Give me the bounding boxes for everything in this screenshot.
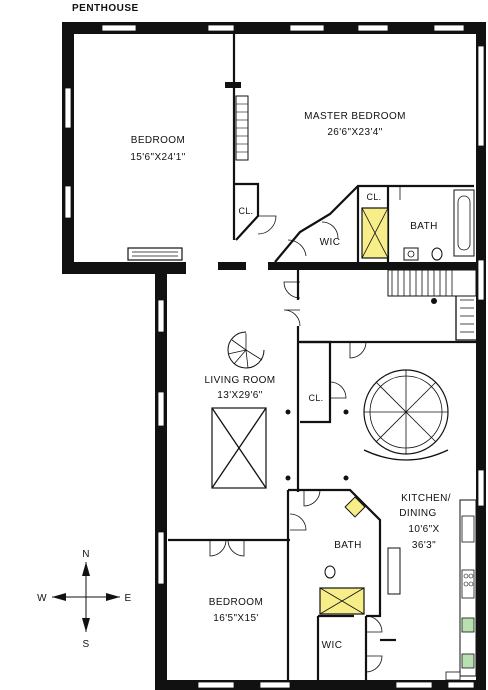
door-swings xyxy=(209,186,401,673)
north-arrow-icon xyxy=(82,562,90,576)
plan-title: PENTHOUSE xyxy=(72,3,139,14)
closet-2-label: CL. xyxy=(367,192,382,202)
bedroom-2-dims: 16'5"X15' xyxy=(213,613,258,624)
kitchen-name-line2: DINING xyxy=(399,508,436,519)
kitchen-fixtures xyxy=(387,499,477,681)
bath-1-fixtures xyxy=(361,189,475,261)
west-arrow-icon xyxy=(52,593,66,601)
living-room-dims: 13'X29'6" xyxy=(217,390,262,401)
living-room-name: LIVING ROOM xyxy=(204,375,275,386)
bath-2-fixtures xyxy=(319,496,366,615)
compass-south: S xyxy=(82,639,89,650)
fireplace xyxy=(127,247,183,261)
compass-west: W xyxy=(37,593,47,604)
closet-3-label: CL. xyxy=(309,393,324,403)
east-arrow-icon xyxy=(106,593,120,601)
bedroom-1-dims: 15'6"X24'1" xyxy=(130,152,185,163)
kitchen-dims-line2: 36'3" xyxy=(412,540,436,551)
windows xyxy=(64,24,485,689)
south-arrow-icon xyxy=(82,618,90,632)
bath-1-label: BATH xyxy=(410,221,438,232)
staircase-upper xyxy=(387,269,477,341)
room-labels: BEDROOM 15'6"X24'1" MASTER BEDROOM 26'6"… xyxy=(130,111,451,651)
closet-1-label: CL. xyxy=(239,206,254,216)
exterior-walls xyxy=(62,22,486,690)
kitchen-name-line1: KITCHEN/ xyxy=(401,493,451,504)
compass-rose: N S W E xyxy=(37,549,131,650)
master-bedroom-name: MASTER BEDROOM xyxy=(304,111,406,122)
wic-2-label: WIC xyxy=(322,640,343,651)
master-bedroom-dims: 26'6"X23'4" xyxy=(327,127,382,138)
columns xyxy=(285,409,349,481)
round-skylight xyxy=(363,369,449,461)
interior-walls xyxy=(168,34,478,680)
bedroom-2-name: BEDROOM xyxy=(209,597,263,608)
compass-east: E xyxy=(124,593,131,604)
spiral-stair xyxy=(227,330,266,369)
compass-north: N xyxy=(82,549,90,560)
skylight-living xyxy=(211,407,267,489)
bath-2-label: BATH xyxy=(334,540,362,551)
wic-1-label: WIC xyxy=(320,237,341,248)
bedroom-1-name: BEDROOM xyxy=(131,135,185,146)
kitchen-dims-line1: 10'6"X xyxy=(408,524,439,535)
